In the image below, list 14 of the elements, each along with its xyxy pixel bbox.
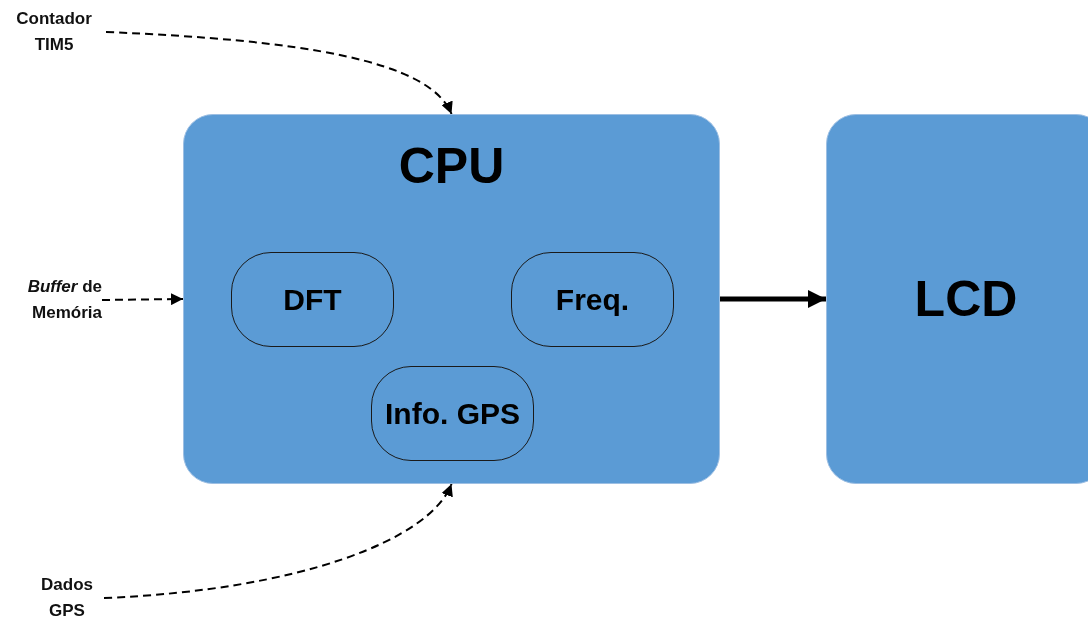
block-box	[183, 114, 720, 484]
input-label: Dados GPS	[30, 572, 104, 621]
input-label: Contador TIM5	[2, 6, 106, 58]
arrow	[101, 293, 184, 306]
arrow	[105, 31, 453, 115]
block-title: CPU	[398, 137, 505, 195]
arrow	[103, 483, 453, 599]
input-label: Buffer de Memória	[2, 274, 102, 326]
block-box	[826, 114, 1088, 484]
block-title: LCD	[914, 270, 1018, 328]
arrow	[720, 290, 826, 308]
module-box: Info. GPS	[371, 366, 534, 461]
module-box: DFT	[231, 252, 394, 347]
module-box: Freq.	[511, 252, 674, 347]
